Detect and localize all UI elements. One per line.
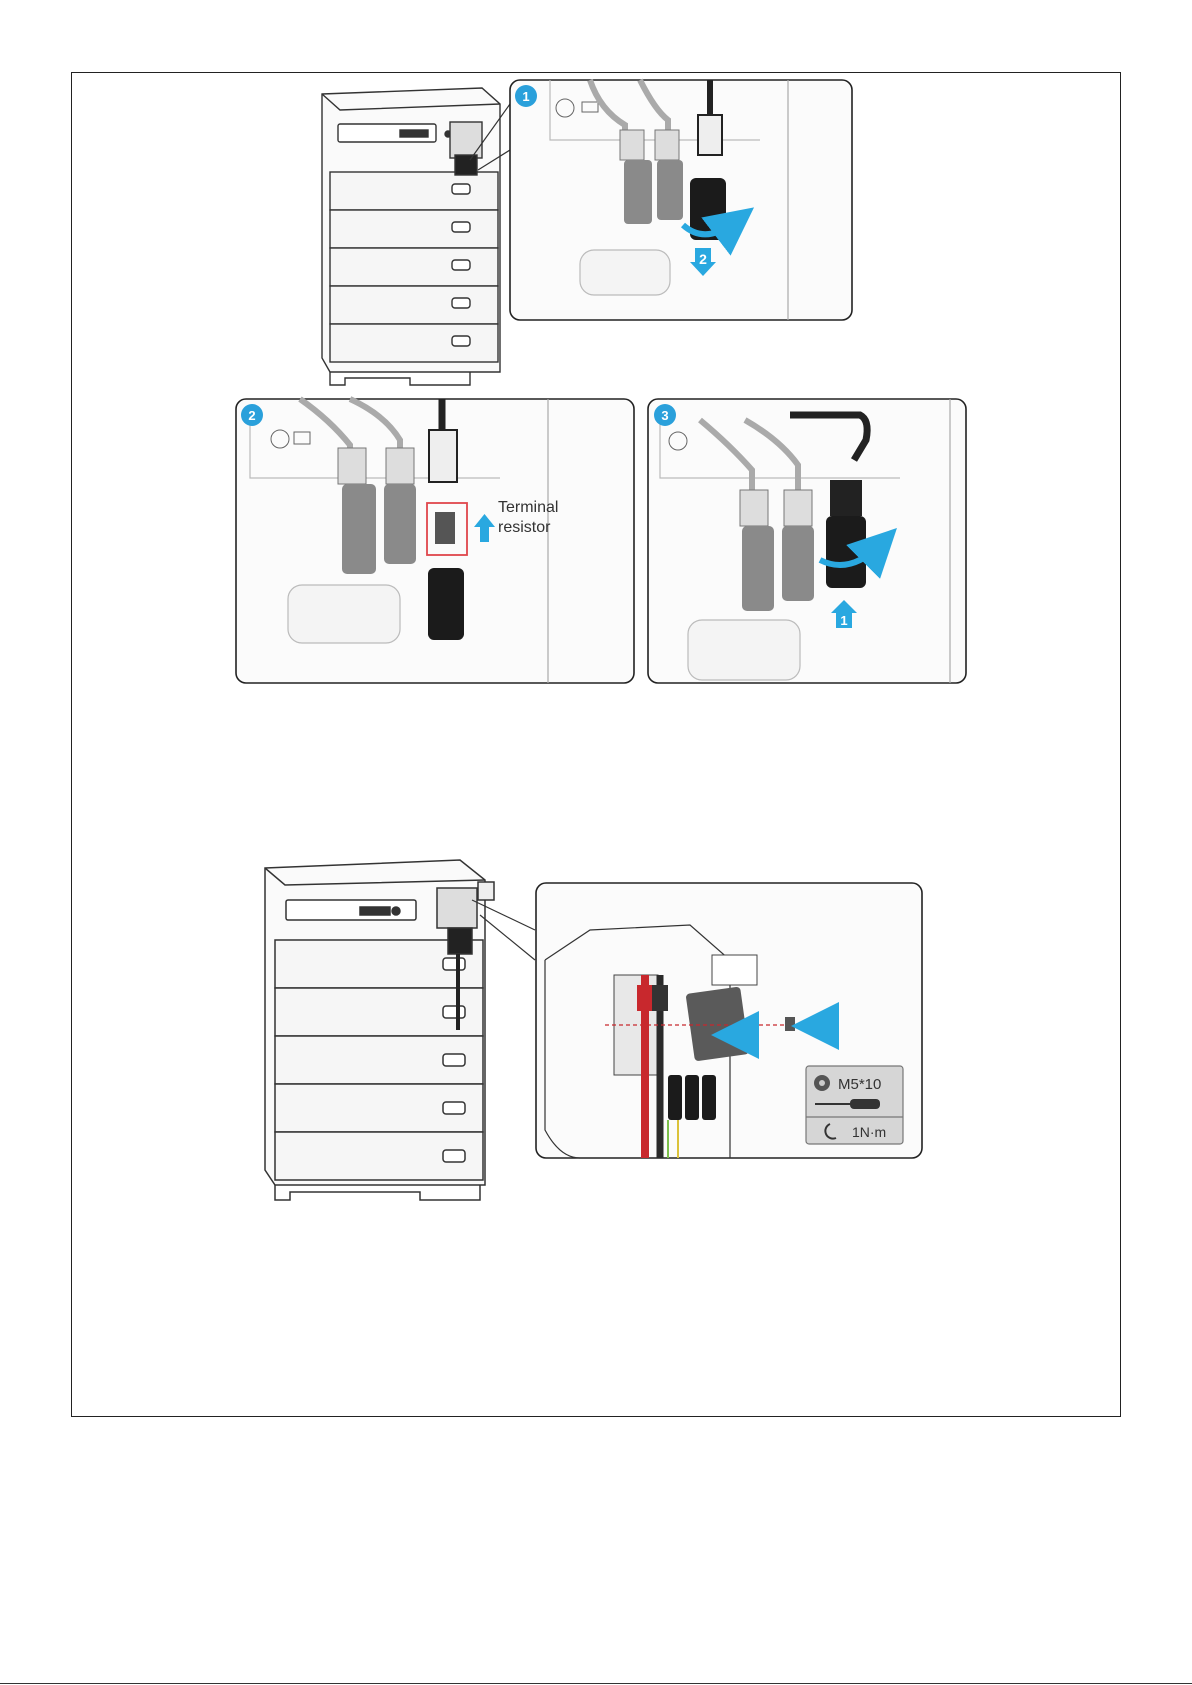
step3-panel: 1 — [648, 399, 966, 683]
step2-panel: Terminal resistor — [236, 399, 634, 683]
step3-arrow-number: 1 — [840, 613, 847, 628]
step1-arrow-number: 2 — [699, 251, 707, 267]
battery-stack-bottom — [265, 860, 494, 1200]
terminal-label-line1: Terminal — [498, 499, 558, 516]
step3-badge-label: 3 — [661, 408, 668, 423]
step1-badge-label: 1 — [522, 89, 529, 104]
step3-badge: 3 — [654, 404, 676, 426]
step2-badge-label: 2 — [248, 408, 255, 423]
terminal-label-line2: resistor — [498, 519, 551, 536]
battery-stack-top — [322, 88, 500, 385]
callout-line — [480, 915, 535, 960]
step1-badge: 1 — [515, 85, 537, 107]
step1-panel: 2 — [510, 80, 852, 320]
cover-plate — [686, 986, 750, 1061]
page-bottom-rule — [0, 1683, 1192, 1684]
step2-badge: 2 — [241, 404, 263, 426]
torque-label: 1N·m — [852, 1124, 886, 1140]
torque-spec-box: M5*10 1N·m — [806, 1066, 903, 1144]
screw-size-label: M5*10 — [838, 1076, 881, 1093]
